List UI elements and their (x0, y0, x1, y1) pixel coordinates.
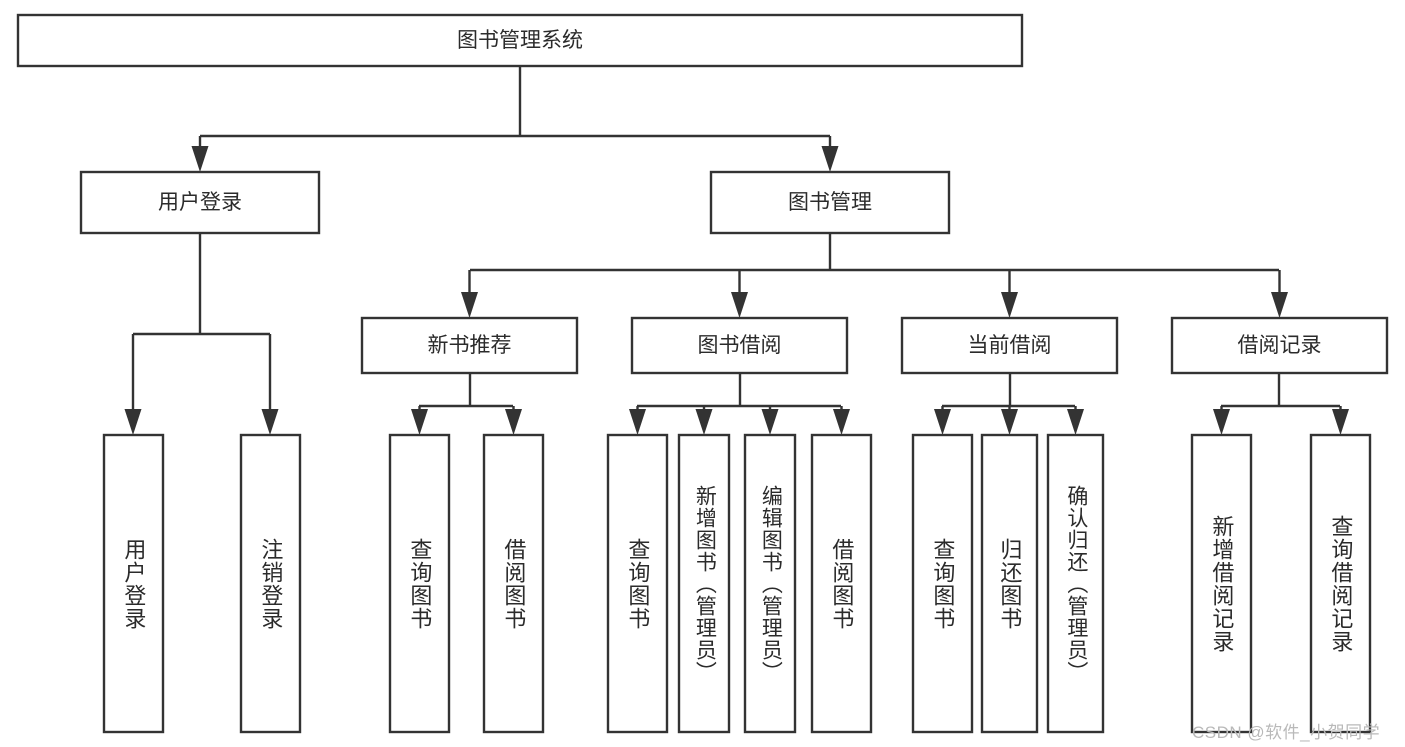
csdn-watermark: CSDN @软件_小贺同学 (1192, 723, 1381, 742)
node-box-leaf-logout (239, 433, 302, 734)
arrow-to-leaf-query-book-1-head (411, 409, 428, 435)
node-box-leaf-query-borrow-record (1309, 433, 1372, 734)
arrow-to-current-borrow-head (1001, 292, 1018, 318)
node-root[interactable] (16, 13, 1024, 68)
arrow-to-leaf-query-book-3-head (934, 409, 951, 435)
node-leaf-user-login[interactable] (102, 433, 165, 734)
arrow-to-book-manage-head (821, 146, 839, 172)
node-box-book-borrow (630, 316, 849, 375)
arrow-to-leaf-query-borrow-record-head (1332, 409, 1349, 435)
node-box-book-manage (709, 170, 951, 235)
node-box-leaf-add-book (677, 433, 731, 734)
node-box-leaf-query-book-3 (911, 433, 974, 734)
node-label-user-login: 用户登录 (158, 191, 242, 214)
node-leaf-query-book-3[interactable] (911, 433, 974, 734)
node-box-leaf-query-book-1 (388, 433, 451, 734)
arrow-to-leaf-logout-head (261, 409, 279, 435)
node-new-book-recommend[interactable] (360, 316, 579, 375)
node-leaf-confirm-return[interactable] (1046, 433, 1105, 734)
node-leaf-edit-book[interactable] (743, 433, 797, 734)
node-leaf-query-book-2[interactable] (606, 433, 669, 734)
arrow-to-leaf-add-book-head (695, 409, 713, 435)
node-box-user-login (79, 170, 321, 235)
node-label-current-borrow: 当前借阅 (968, 334, 1052, 357)
node-box-borrow-record (1170, 316, 1389, 375)
node-box-leaf-add-borrow-record (1190, 433, 1253, 734)
node-box-leaf-borrow-book-1 (482, 433, 545, 734)
node-leaf-logout[interactable] (239, 433, 302, 734)
node-box-leaf-edit-book (743, 433, 797, 734)
node-leaf-add-borrow-record[interactable] (1190, 433, 1253, 734)
node-book-manage[interactable] (709, 170, 951, 235)
node-leaf-borrow-book-2[interactable] (810, 433, 873, 734)
node-borrow-record[interactable] (1170, 316, 1389, 375)
arrow-to-leaf-edit-book-head (761, 409, 779, 435)
node-current-borrow[interactable] (900, 316, 1119, 375)
arrow-to-leaf-add-borrow-record-head (1213, 409, 1230, 435)
node-box-current-borrow (900, 316, 1119, 375)
arrow-to-borrow-record-head (1271, 292, 1288, 318)
arrow-to-leaf-user-login-head (124, 409, 142, 435)
node-leaf-return-book[interactable] (980, 433, 1039, 734)
node-box-leaf-query-book-2 (606, 433, 669, 734)
arrow-to-leaf-borrow-book-1-head (505, 409, 522, 435)
arrow-to-user-login-head (191, 146, 209, 172)
node-leaf-borrow-book-1[interactable] (482, 433, 545, 734)
connector-layer (124, 66, 1349, 435)
node-label-new-book-recommend: 新书推荐 (428, 334, 512, 357)
node-box-root (16, 13, 1024, 68)
arrow-to-leaf-return-book-head (1001, 409, 1018, 435)
arrow-to-leaf-query-book-2-head (629, 409, 646, 435)
node-book-borrow[interactable] (630, 316, 849, 375)
node-label-borrow-record: 借阅记录 (1238, 334, 1322, 357)
node-box-layer (16, 13, 1389, 734)
node-label-book-borrow: 图书借阅 (698, 334, 782, 357)
node-leaf-query-book-1[interactable] (388, 433, 451, 734)
arrow-to-leaf-confirm-return-head (1067, 409, 1084, 435)
node-box-leaf-confirm-return (1046, 433, 1105, 734)
node-label-book-manage: 图书管理 (788, 191, 872, 214)
arrow-to-new-book-recommend-head (461, 292, 478, 318)
node-user-login[interactable] (79, 170, 321, 235)
node-box-leaf-return-book (980, 433, 1039, 734)
node-box-leaf-borrow-book-2 (810, 433, 873, 734)
node-leaf-add-book[interactable] (677, 433, 731, 734)
node-box-new-book-recommend (360, 316, 579, 375)
node-leaf-query-borrow-record[interactable] (1309, 433, 1372, 734)
node-box-leaf-user-login (102, 433, 165, 734)
arrow-to-leaf-borrow-book-2-head (833, 409, 850, 435)
arrow-to-book-borrow-head (731, 292, 748, 318)
node-label-root: 图书管理系统 (457, 29, 583, 52)
